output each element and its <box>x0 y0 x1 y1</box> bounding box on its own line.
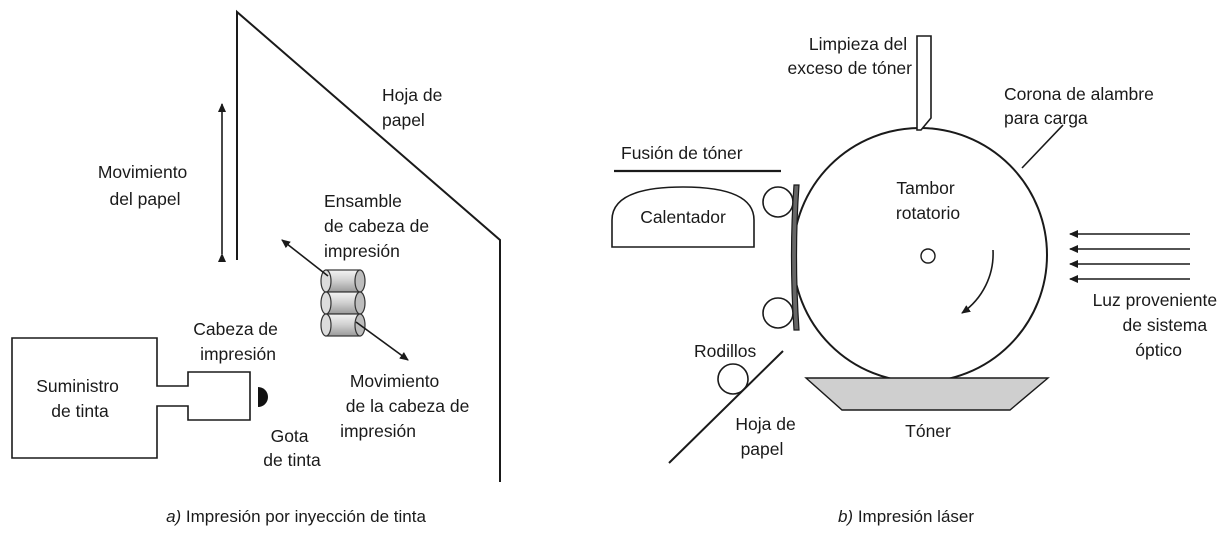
print-head-assembly-icon <box>320 269 366 337</box>
print-head-assembly-label: Ensamble de cabeza de impresión <box>324 191 434 261</box>
print-head-label: Cabeza de impresión <box>193 319 283 364</box>
fuser-roller-bottom <box>762 297 794 329</box>
paper-label-b: Hoja de papel <box>735 414 800 459</box>
ink-drop-label: Gota de tinta <box>263 426 321 470</box>
rotating-drum <box>792 127 1048 383</box>
ink-supply-label: Suministro de tinta <box>36 376 124 421</box>
toner-label: Tóner <box>905 421 951 441</box>
cleaning-label: Limpieza del exceso de tóner <box>787 34 912 78</box>
light-label: Luz proveniente de sistema óptico <box>1093 290 1222 360</box>
ink-supply-box <box>11 337 251 459</box>
drum-rotation-arrow <box>961 249 994 314</box>
rollers-label: Rodillos <box>694 341 756 361</box>
cleaning-blade <box>916 35 932 131</box>
fusion-label: Fusión de tóner <box>621 143 743 163</box>
head-movement-label: Movimiento de la cabeza de impresión <box>340 371 474 441</box>
toner-tray <box>804 377 1050 411</box>
drum-label: Tambor rotatorio <box>896 178 960 223</box>
heater-label: Calentador <box>640 207 726 227</box>
paper-label: Hoja de papel <box>382 85 447 130</box>
paper-movement-label: Movimiento del papel <box>98 162 192 209</box>
head-movement-arrow-up <box>281 239 329 277</box>
panel-a-inkjet: Hoja de papel Movimiento del papel Ensam… <box>11 9 501 526</box>
paper-sheet-outline <box>236 9 501 482</box>
feed-roller <box>717 363 749 395</box>
corona-wire-line <box>1021 124 1064 169</box>
paper-sheet-line <box>668 350 784 464</box>
caption-a: a) Impresión por inyección de tinta <box>166 507 426 526</box>
ink-drop-icon <box>258 387 268 407</box>
paper-strip <box>790 184 800 331</box>
caption-b: b) Impresión láser <box>838 507 974 526</box>
fuser-roller-top <box>762 186 794 218</box>
head-movement-arrow-down <box>355 321 409 361</box>
corona-label: Corona de alambre para carga <box>1004 84 1159 128</box>
drum-axle <box>920 248 936 264</box>
heater-shape <box>611 186 755 248</box>
panel-b-laser: Limpieza del exceso de tóner Corona de a… <box>611 34 1222 526</box>
